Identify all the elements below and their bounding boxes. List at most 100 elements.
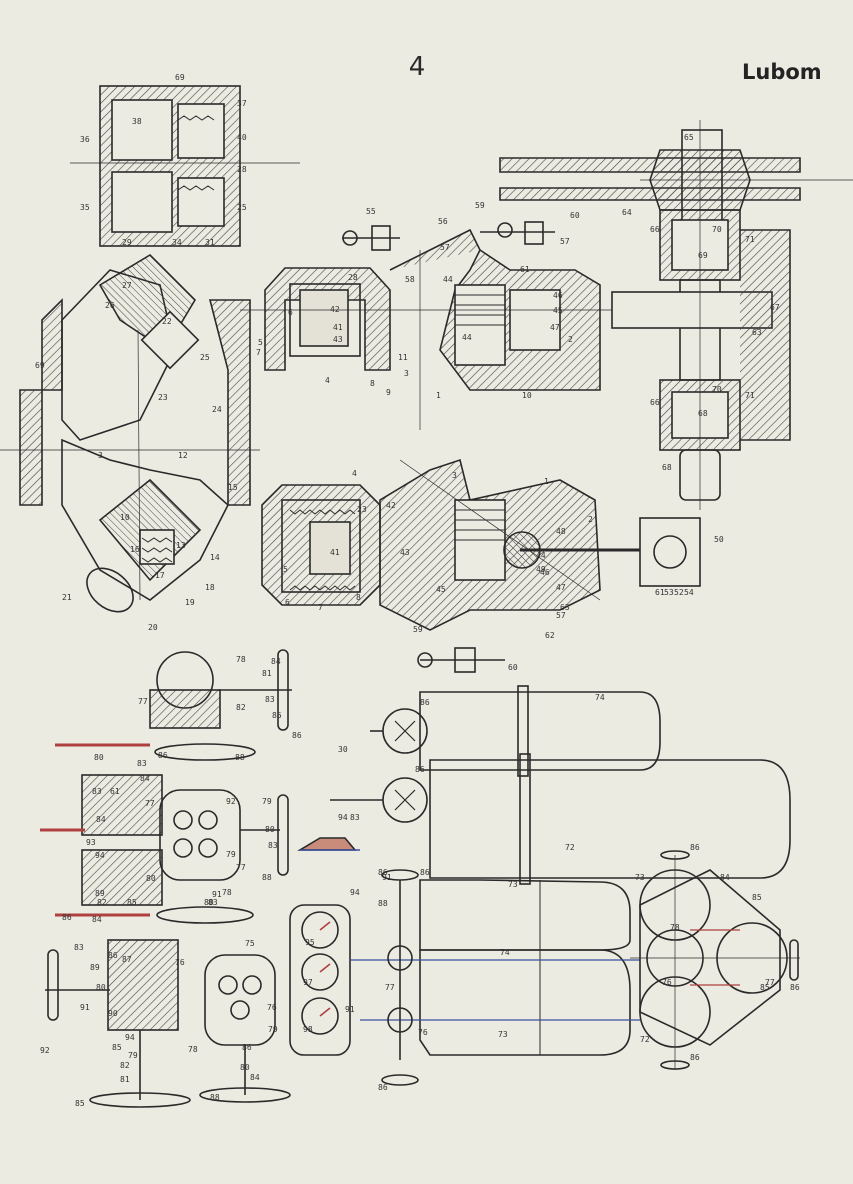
valve-handle-icon <box>417 647 505 673</box>
callout-number: 86 <box>690 1053 700 1062</box>
callout-number: 80 <box>94 753 104 762</box>
callout-number: 2 <box>568 335 573 344</box>
callout-number: 98 <box>303 1025 313 1034</box>
callout-number: 55 <box>366 207 376 216</box>
callout-number: 44 <box>443 275 453 284</box>
callout-number: 85 <box>752 893 762 902</box>
callout-number: 92 <box>226 797 236 806</box>
callout-number: 17 <box>155 571 165 580</box>
callout-number: 6 <box>285 598 290 607</box>
callout-number: 79 <box>268 1025 278 1034</box>
callout-number: 10 <box>120 513 130 522</box>
callout-number: 69 <box>175 73 185 82</box>
callout-number: 92 <box>40 1046 50 1055</box>
callout-number: 82 <box>97 898 107 907</box>
callout-number: 50 <box>714 535 724 544</box>
valve-assemblies-left <box>40 649 292 1108</box>
callout-number: 74 <box>500 948 510 957</box>
compressor-upper-section <box>240 221 630 430</box>
callout-number: 57 <box>560 237 570 246</box>
callout-number: 83 <box>74 943 84 952</box>
callout-number: 21 <box>62 593 72 602</box>
callout-number: 46 <box>553 291 563 300</box>
valve-handle-icon <box>342 221 555 251</box>
callout-number: 52 <box>674 588 684 597</box>
callout-number: 91 <box>382 873 392 882</box>
callout-number: 77 <box>145 799 155 808</box>
callout-number: 69 <box>698 251 708 260</box>
callout-number: 86 <box>62 913 72 922</box>
callout-number: 14 <box>210 553 220 562</box>
callout-number: 73 <box>498 1030 508 1039</box>
callout-number: 82 <box>236 703 246 712</box>
callout-number: 47 <box>550 323 560 332</box>
callout-number: 86 <box>158 751 168 760</box>
callout-number: 56 <box>438 217 448 226</box>
callout-number: 23 <box>357 505 367 514</box>
callout-number: 61 <box>520 265 530 274</box>
callout-number: 30 <box>338 745 348 754</box>
callout-number: 73 <box>508 880 518 889</box>
callout-number: 31 <box>205 238 215 247</box>
callout-number: 83 <box>268 841 278 850</box>
callout-number: 1 <box>436 391 441 400</box>
callout-number: 28 <box>348 273 358 282</box>
callout-number: 62 <box>545 631 555 640</box>
callout-number: 74 <box>595 693 605 702</box>
callout-number: 23 <box>158 393 168 402</box>
y-pipe-valve-section <box>0 253 260 613</box>
callout-number: 86 <box>420 698 430 707</box>
callout-number: 47 <box>556 583 566 592</box>
callout-number: 84 <box>96 815 106 824</box>
callout-number: 78 <box>670 923 680 932</box>
callout-number: 86 <box>790 983 800 992</box>
callout-number: 76 <box>418 1028 428 1037</box>
callout-number: 25 <box>237 203 247 212</box>
callout-number: 81 <box>262 669 272 678</box>
callout-number: 45 <box>436 585 446 594</box>
callout-number: 83 <box>265 695 275 704</box>
cylinder-bank <box>289 869 640 1086</box>
callout-number: 6 <box>288 308 293 317</box>
cylinder-manifold-end-view <box>630 850 800 1070</box>
callout-number: 68 <box>662 463 672 472</box>
callout-number: 85 <box>272 711 282 720</box>
callout-number: 86 <box>378 1083 388 1092</box>
callout-number: 43 <box>400 548 410 557</box>
callout-number: 79 <box>262 797 272 806</box>
callout-number: 7 <box>256 348 261 357</box>
callout-number: 1 <box>544 477 549 486</box>
callout-number: 8 <box>356 593 361 602</box>
callout-number: 87 <box>122 955 132 964</box>
callout-number: 66 <box>650 225 660 234</box>
callout-number: 28 <box>237 165 247 174</box>
callout-number: 67 <box>770 303 780 312</box>
callout-number: 60 <box>570 211 580 220</box>
callout-number: 80 <box>204 898 214 907</box>
page-label: Lubom <box>742 60 822 84</box>
callout-number: 72 <box>565 843 575 852</box>
callout-number: 24 <box>212 405 222 414</box>
callout-number: 10 <box>522 391 532 400</box>
callout-number: 71 <box>745 391 755 400</box>
callout-number: 54 <box>684 588 694 597</box>
callout-number: 15 <box>228 483 238 492</box>
callout-number: 37 <box>237 99 247 108</box>
page-number: 4 <box>408 52 426 82</box>
callout-number: 81 <box>120 1075 130 1084</box>
callout-number: 84 <box>250 1073 260 1082</box>
callout-number: 65 <box>684 133 694 142</box>
callout-number: 34 <box>172 238 182 247</box>
callout-number: 59 <box>475 201 485 210</box>
callout-number: 88 <box>235 753 245 762</box>
callout-number: 83 <box>350 813 360 822</box>
callout-number: 16 <box>130 545 140 554</box>
callout-number: 12 <box>178 451 188 460</box>
callout-number: 94 <box>125 1033 135 1042</box>
callout-number: 83 <box>92 787 102 796</box>
callout-number: 11 <box>398 353 408 362</box>
callout-number: 76 <box>662 978 672 987</box>
callout-number: 35 <box>80 203 90 212</box>
callout-number: 88 <box>210 1093 220 1102</box>
callout-number: 60 <box>508 663 518 672</box>
